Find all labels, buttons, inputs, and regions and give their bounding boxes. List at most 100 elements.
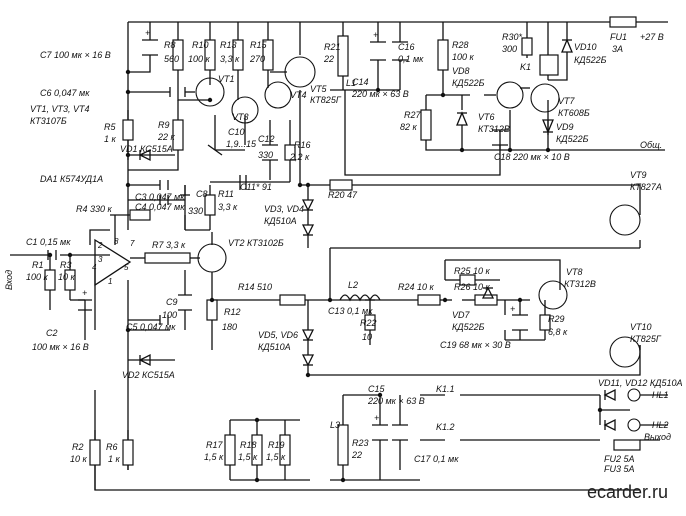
svg-text:+: +: [510, 304, 515, 314]
label-r18: R18: [240, 440, 257, 450]
indicator-lamps: [627, 388, 641, 432]
label-r9-value: 22 к: [157, 132, 176, 142]
label-r16: R16: [294, 140, 311, 150]
label-pin1: 1: [108, 277, 112, 286]
label-r15-value: 270: [249, 54, 265, 64]
label-r22-value: 10: [362, 332, 372, 342]
label-c6: C6 0,047 мк: [40, 88, 90, 98]
inductor-l2: [339, 294, 381, 302]
label-r13: R13: [220, 40, 237, 50]
label-r17: R17: [206, 440, 224, 450]
svg-text:+: +: [374, 413, 379, 423]
label-obsh: Общ.: [640, 140, 662, 150]
label-r29-value: 6,8 к: [548, 327, 568, 337]
label-r10-value: 100 к: [188, 54, 211, 64]
label-r11: R11: [218, 189, 234, 199]
label-c10-value: 1,9...15: [226, 139, 257, 149]
label-c11: C11* 91: [240, 182, 272, 192]
label-r1-value: 100 к: [26, 272, 49, 282]
label-vd1112: VD11, VD12 КД510А: [598, 378, 683, 388]
label-c16-value: 0,1 мк: [398, 54, 424, 64]
label-c14: C14: [352, 77, 369, 87]
label-fu3: FU3 5А: [604, 464, 635, 474]
label-r6: R6: [106, 442, 118, 452]
label-r21: R21: [324, 42, 341, 52]
svg-text:+: +: [82, 288, 87, 298]
label-r9: R9: [158, 120, 170, 130]
svg-text:+: +: [373, 30, 378, 40]
label-fu1: FU1: [610, 32, 627, 42]
label-r23: R23: [352, 438, 369, 448]
label-r7: R7 3,3 к: [152, 240, 186, 250]
label-r19: R19: [268, 440, 285, 450]
label-vd34: VD3, VD4: [264, 204, 304, 214]
label-r28: R28: [452, 40, 469, 50]
label-c13: C13 0,1 мк: [328, 306, 373, 316]
label-r21-value: 22: [323, 54, 334, 64]
label-r10: R10: [192, 40, 209, 50]
label-hl1: HL1: [652, 390, 669, 400]
label-c8: C8: [196, 189, 208, 199]
label-r16-value: 2,2 к: [289, 152, 310, 162]
label-vt1: VT1: [218, 74, 235, 84]
label-c12-value: 330: [258, 150, 273, 160]
label-l1: L1: [346, 78, 356, 88]
label-vt134: VT1, VT3, VT4: [30, 104, 90, 114]
label-vt6-type: КТ312В: [478, 124, 510, 134]
label-vd8-type: КД522Б: [452, 78, 485, 88]
label-k12: K1.2: [436, 422, 455, 432]
label-r12: R12: [224, 307, 241, 317]
label-vd10-type: КД522Б: [574, 55, 607, 65]
label-vd8: VD8: [452, 66, 470, 76]
label-k11: K1.1: [436, 384, 455, 394]
label-r26: R26 10 к: [454, 282, 491, 292]
label-c2-value: 100 мк × 16 В: [32, 342, 89, 352]
label-fu1-value: 3А: [612, 44, 623, 54]
label-c15-value: 220 мк × 63 В: [367, 396, 425, 406]
label-r22: R22: [360, 318, 377, 328]
label-pin3: 3: [98, 255, 103, 264]
label-r2-value: 10 к: [70, 454, 88, 464]
label-vt8: VT8: [566, 267, 583, 277]
label-r8: R8: [164, 40, 176, 50]
component-labels: C7 100 мк × 16 В R8 560 R10 100 к R13 3,…: [4, 32, 683, 474]
label-c9-value: 100: [162, 310, 177, 320]
label-r24: R24 10 к: [398, 282, 435, 292]
label-r15: R15: [250, 40, 268, 50]
label-vd2: VD2 КС515А: [122, 370, 175, 380]
label-c17: C17 0,1 мк: [414, 454, 459, 464]
label-kt3107: КТ3107Б: [30, 116, 67, 126]
label-vd56-type: КД510А: [258, 342, 291, 352]
label-da1: DA1 К574УД1А: [40, 174, 103, 184]
svg-text:+: +: [145, 28, 150, 38]
label-r20: R20 47: [328, 190, 358, 200]
label-r23-value: 22: [351, 450, 362, 460]
label-pin4: 4: [92, 263, 97, 272]
label-fu2: FU2 5А: [604, 454, 635, 464]
label-r14: R14 510: [238, 282, 272, 292]
label-r11-value: 3,3 к: [218, 202, 238, 212]
label-r25: R25 10 к: [454, 266, 491, 276]
transistors: [195, 56, 641, 368]
label-vt8-type: КТ312В: [564, 279, 596, 289]
label-vt7: VT7: [558, 96, 576, 106]
label-r2: R2: [72, 442, 84, 452]
label-l2: L2: [348, 280, 358, 290]
label-c15: C15: [368, 384, 386, 394]
label-vd7: VD7: [452, 310, 471, 320]
label-c5: C5 0,047 мк: [126, 322, 176, 332]
label-c16: C16: [398, 42, 415, 52]
label-r29: R29: [548, 314, 565, 324]
label-c19: C19 68 мк × 30 В: [440, 340, 511, 350]
label-vd9-type: КД522Б: [556, 134, 589, 144]
label-vd9: VD9: [556, 122, 574, 132]
label-vhod: Вход: [4, 270, 14, 290]
label-c3: C3 0,047 мк: [135, 192, 185, 202]
label-vt2: VT2 КТ3102Б: [228, 238, 284, 248]
label-r27: R27: [404, 110, 422, 120]
label-c2: C2: [46, 328, 58, 338]
label-c4: C4 0,047 мк: [135, 202, 185, 212]
label-c12: C12: [258, 134, 275, 144]
